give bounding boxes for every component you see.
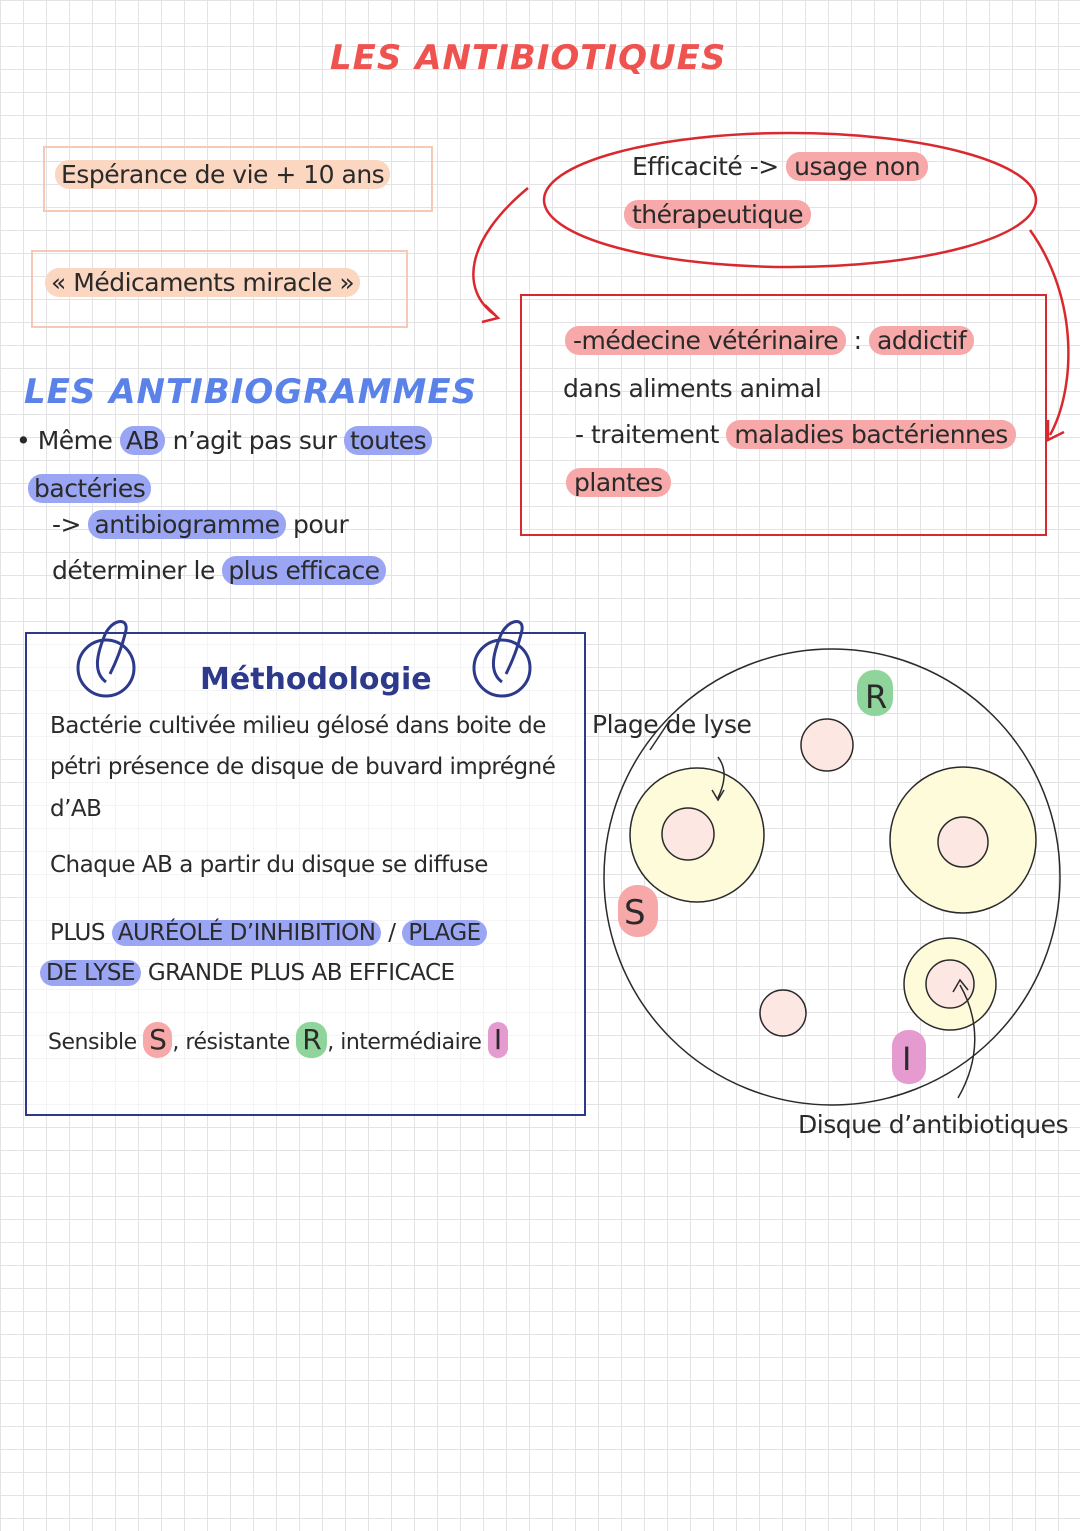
method-rest: GRANDE PLUS AB EFFICACE: [147, 960, 455, 986]
methodologie-heading: Méthodologie: [200, 662, 432, 697]
intermediaire-label: intermédiaire: [340, 1030, 482, 1055]
plage: PLAGE: [402, 920, 487, 946]
plantes-line: plantes: [566, 468, 671, 497]
plage-arrow: [717, 756, 725, 799]
vet-line: -médecine vétérinaire : addictif: [565, 326, 975, 355]
efficacy-oval: [542, 131, 1038, 269]
quote-open: «: [51, 268, 66, 297]
plus: PLUS: [50, 920, 105, 946]
antibiotic-disk: [759, 989, 807, 1037]
disque-arrow: [957, 984, 976, 1099]
bullet: •: [16, 426, 31, 455]
antibiogrammes-heading: LES ANTIBIOGRAMMES: [24, 372, 478, 412]
comma: ,: [327, 1030, 334, 1055]
efficacy-line: Efficacité -> usage non: [632, 152, 929, 181]
method-line-1: Bactérie cultivée milieu gélosé dans boi…: [50, 713, 546, 739]
efficacy-diagram-arrows: [472, 131, 1070, 443]
pour: pour: [292, 510, 349, 539]
left-curved-arrow: [472, 187, 529, 317]
ring-binder-right-icon: [472, 620, 532, 698]
antibiotic-disk: [925, 959, 975, 1009]
intermediaire-badge: I: [487, 1022, 508, 1058]
sensible-badge-bg: [618, 885, 658, 937]
sensible-badge: S: [143, 1022, 173, 1058]
sensible-label: Sensible: [48, 1030, 137, 1055]
ring-binder-left-icon: [76, 620, 136, 698]
dans-line: dans aliments animal: [563, 374, 822, 403]
aureole-inhibition: AURÉOLÉ D’INHIBITION: [111, 920, 382, 946]
antibio-line-2: bactéries: [28, 474, 152, 503]
dash: -: [575, 420, 584, 449]
toutes: toutes: [344, 426, 433, 455]
intermediaire-badge-bg: [892, 1030, 926, 1084]
uses-box: [520, 294, 1047, 536]
method-line-6: DE LYSE GRANDE PLUS AB EFFICACE: [40, 960, 455, 986]
therapeutique: thérapeutique: [624, 200, 812, 229]
slash: /: [388, 920, 396, 946]
antibio-line-3: -> antibiogramme pour: [52, 510, 349, 539]
colon: :: [853, 326, 862, 355]
ab-highlight: AB: [119, 426, 166, 455]
nagit: n’agit pas sur: [172, 426, 337, 455]
life-expectancy-box: Espérance de vie + 10 ans: [43, 146, 433, 212]
comma: ,: [172, 1030, 179, 1055]
usage-non: usage non: [786, 152, 929, 181]
traitement-line: - traitement maladies bactériennes: [575, 420, 1016, 449]
petri-dish: [603, 648, 1061, 1106]
maladies-bacteriennes: maladies bactériennes: [726, 420, 1016, 449]
life-expectancy-text: Espérance de vie + 10 ans: [55, 160, 391, 189]
method-line-5: PLUS AURÉOLÉ D’INHIBITION / PLAGE: [50, 920, 487, 946]
traitement: traitement: [590, 420, 719, 449]
determiner: déterminer le: [52, 556, 215, 585]
antibiotic-disk: [937, 816, 989, 868]
disque-label: Disque d’antibiotiques: [798, 1110, 1068, 1139]
left-arrowhead: [481, 304, 501, 324]
antibiotic-disk: [800, 718, 854, 772]
antibio-line-1: • Même AB n’agit pas sur toutes: [16, 426, 433, 455]
right-arrowhead: [1046, 420, 1065, 443]
bacteries: bactéries: [28, 474, 152, 503]
miracle-box: « Médicaments miracle »: [31, 250, 408, 328]
antibiotic-disk: [661, 807, 715, 861]
method-line-2: pétri présence de disque de buvard impré…: [50, 754, 556, 780]
resistante-label: résistante: [185, 1030, 290, 1055]
method-line-4: Chaque AB a partir du disque se diffuse: [50, 852, 488, 878]
antibio-line-4: déterminer le plus efficace: [52, 556, 386, 585]
plantes: plantes: [566, 468, 671, 497]
resistante-badge: R: [296, 1022, 328, 1058]
r-label: R: [865, 678, 887, 716]
petri-dish-diagram: [603, 648, 1061, 1106]
quote-close: »: [339, 268, 355, 297]
s-label: S: [624, 893, 646, 933]
antibiogramme: antibiogramme: [88, 510, 286, 539]
efficacy-arrow: ->: [749, 152, 779, 181]
de-lyse: DE LYSE: [40, 960, 141, 986]
i-label: I: [902, 1040, 911, 1078]
right-curved-arrow: [1028, 229, 1070, 436]
miracle-text: Médicaments miracle: [73, 268, 332, 297]
method-line-3: d’AB: [50, 796, 102, 822]
legend-line: Sensible S, résistante R, intermédiaire …: [48, 1022, 508, 1058]
meme: Même: [37, 426, 113, 455]
addictif: addictif: [869, 326, 975, 355]
efficacy-word: Efficacité: [632, 152, 743, 181]
plus-efficace: plus efficace: [222, 556, 386, 585]
arrow: ->: [52, 510, 81, 539]
therapeutique-line: thérapeutique: [624, 200, 812, 229]
veterinary-medicine: -médecine vétérinaire: [565, 326, 847, 355]
resistante-badge-bg: [857, 670, 893, 716]
plage-de-lyse-label: Plage de lyse: [592, 710, 752, 739]
page-title: LES ANTIBIOTIQUES: [330, 38, 727, 78]
